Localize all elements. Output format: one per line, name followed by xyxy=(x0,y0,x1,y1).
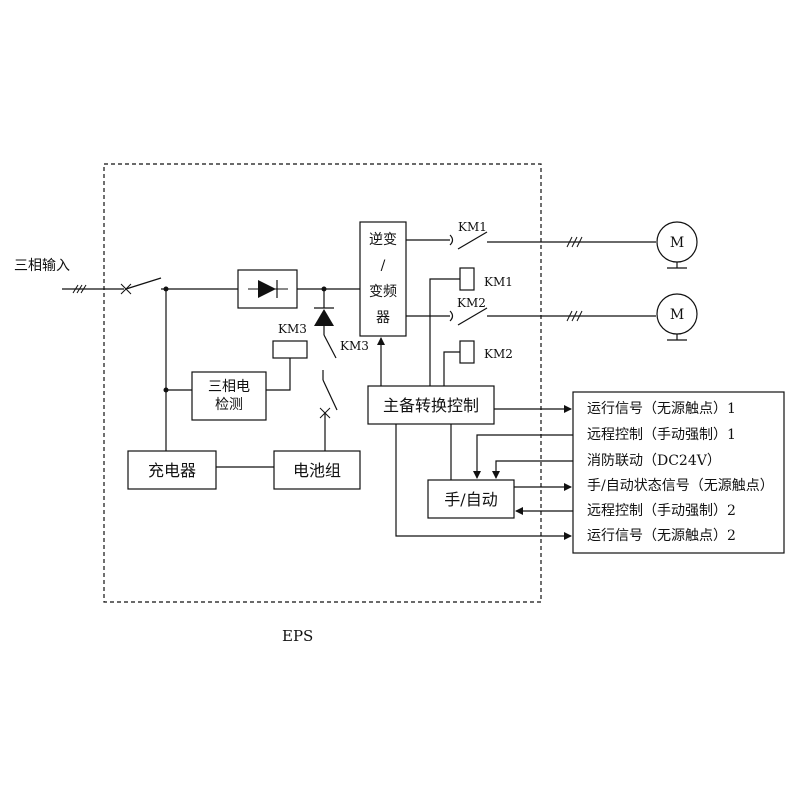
km1-contact-icon xyxy=(449,234,454,246)
motor2-label: M xyxy=(670,307,684,323)
manual-auto-box xyxy=(427,479,515,519)
km3-switch-blade xyxy=(322,379,338,411)
detect-label-line2: 检测 xyxy=(215,397,243,413)
inverter-label-1: 逆变 xyxy=(369,232,397,248)
km2-coil xyxy=(459,340,475,364)
manual-auto-label: 手/自动 xyxy=(444,490,497,509)
run-signal-2-arrow xyxy=(395,424,572,540)
inverter-label-2: / xyxy=(381,258,386,274)
signal-4: 手/自动状态信号（无源触点） xyxy=(587,478,774,494)
km2-coil-wire xyxy=(443,351,460,386)
signal-2: 远程控制（手动强制）1 xyxy=(587,427,736,443)
remote-control-1-arrow xyxy=(473,434,573,479)
km3-coil-label: KM3 xyxy=(278,322,307,336)
inverter-label-3: 变频 xyxy=(369,284,397,300)
input-switch-blade xyxy=(125,277,162,290)
motor1-label: M xyxy=(670,235,684,251)
eps-enclosure xyxy=(103,163,542,603)
detect-junction xyxy=(163,387,169,393)
main-transfer-control-box xyxy=(367,385,495,425)
km3-coil xyxy=(272,340,308,359)
three-phase-detect-box xyxy=(191,371,267,421)
signal-5: 远程控制（手动强制）2 xyxy=(587,503,736,519)
battery-box xyxy=(273,450,361,490)
three-phase-input-label: 三相输入 xyxy=(14,258,70,274)
main-transfer-control-label: 主备转换控制 xyxy=(383,396,479,415)
km2-contact-label: KM2 xyxy=(457,296,486,310)
km3-upper-contact xyxy=(323,334,337,359)
km1-switch-blade xyxy=(457,231,488,250)
km1-coil-label: KM1 xyxy=(484,275,513,289)
charger-box xyxy=(127,450,217,490)
signal-6: 运行信号（无源触点）2 xyxy=(587,528,736,544)
km1-contact-label: KM1 xyxy=(458,220,487,234)
detect-label-line1: 三相电 xyxy=(208,379,250,395)
battery-label: 电池组 xyxy=(293,461,341,480)
charger-label: 充电器 xyxy=(148,461,196,480)
inverter-box xyxy=(359,221,407,337)
inverter-label-4: 器 xyxy=(376,310,390,326)
km1-coil xyxy=(459,267,475,291)
motor2-tick-icon xyxy=(566,310,583,322)
battery-diode-icon xyxy=(314,307,334,326)
signal-1: 运行信号（无源触点）1 xyxy=(587,401,736,417)
signal-3: 消防联动（DC24V） xyxy=(587,453,721,469)
km3-coil-wire xyxy=(266,358,291,391)
three-phase-tick-icon xyxy=(72,284,87,294)
km1-coil-wire xyxy=(429,278,460,386)
fire-link-arrow xyxy=(492,460,573,479)
km2-coil-label: KM2 xyxy=(484,347,513,361)
eps-label: EPS xyxy=(282,627,313,645)
km2-contact-icon xyxy=(449,310,454,322)
km3-switch-label: KM3 xyxy=(340,339,369,353)
signal-panel xyxy=(572,391,785,554)
motor1-tick-icon xyxy=(566,236,583,248)
rectifier-diode-icon xyxy=(248,280,288,298)
km2-switch-blade xyxy=(457,307,488,326)
